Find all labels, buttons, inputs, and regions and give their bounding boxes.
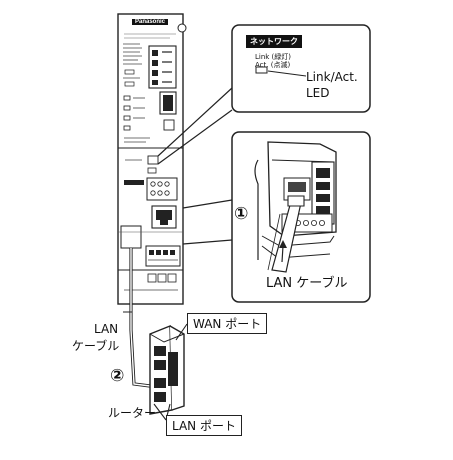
lan-port-tag: LAN ポート (166, 415, 242, 436)
wan-port-tag: WAN ポート (187, 313, 268, 334)
device-spec-text (123, 43, 142, 87)
led-label-line1: Link/Act. (306, 70, 358, 84)
act-indicator-label: Act. (点滅) (255, 61, 291, 69)
link-indicator-label: Link (緑灯) (255, 53, 292, 61)
lan-cable-run (123, 248, 151, 388)
dip-switch-block (148, 45, 177, 89)
main-device (117, 13, 187, 305)
router-label: ルーター (108, 406, 157, 420)
device-bottom-connectors (124, 273, 178, 291)
step-2-marker: ② (110, 366, 125, 386)
closeup-lan-cable (267, 195, 305, 273)
callout-network-header: ネットワーク (246, 35, 302, 48)
closeup-lan-cable-label: LAN ケーブル (266, 276, 348, 291)
callout-lan-connector (182, 131, 371, 303)
led-label-line2: LED (306, 86, 330, 100)
network-led-area (125, 155, 159, 174)
terminal-block-mid (146, 177, 178, 201)
cable-label-line2: ケーブル (72, 339, 120, 353)
router-device (149, 324, 185, 415)
step-1-marker: ① (234, 204, 249, 224)
device-brand-label: Panasonic (132, 19, 169, 25)
device-lan-port (151, 205, 177, 229)
cable-label-line1: LAN (94, 322, 119, 336)
terminal-block-bottom (145, 245, 181, 267)
status-leds (123, 95, 145, 131)
